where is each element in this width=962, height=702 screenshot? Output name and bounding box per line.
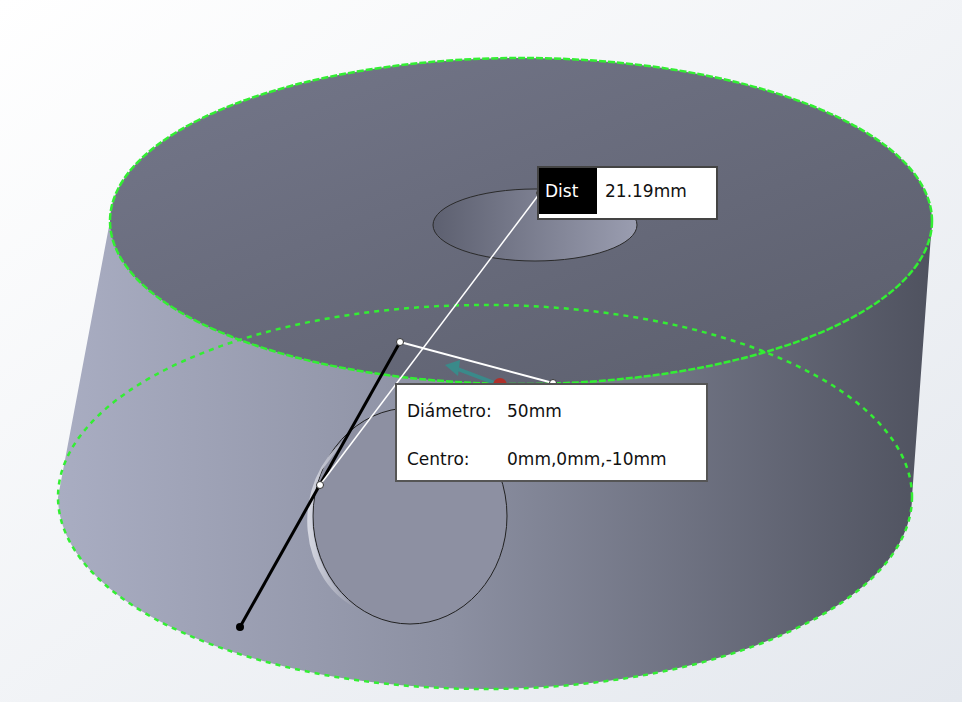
measure-point xyxy=(317,482,324,489)
callout-label: Dist xyxy=(539,168,597,214)
property-value: 50mm xyxy=(507,401,562,421)
measure-point xyxy=(397,339,404,346)
callout-value: 21.19mm xyxy=(603,181,687,201)
distance-callout: Dist 21.19mm xyxy=(537,166,718,220)
selected-edge xyxy=(240,342,400,627)
property-value: 0mm,0mm,-10mm xyxy=(507,449,667,469)
property-label: Centro: xyxy=(407,449,470,469)
cylinder-top xyxy=(110,58,932,384)
top-edge-highlight xyxy=(110,58,932,384)
edge-point xyxy=(236,623,244,631)
property-label: Diámetro: xyxy=(407,401,492,421)
bottom-edge-highlight xyxy=(58,305,912,689)
side-hole-wall xyxy=(307,440,360,610)
circle-info-callout: Diámetro: 50mmCentro: 0mm,0mm,-10mm xyxy=(395,383,708,482)
